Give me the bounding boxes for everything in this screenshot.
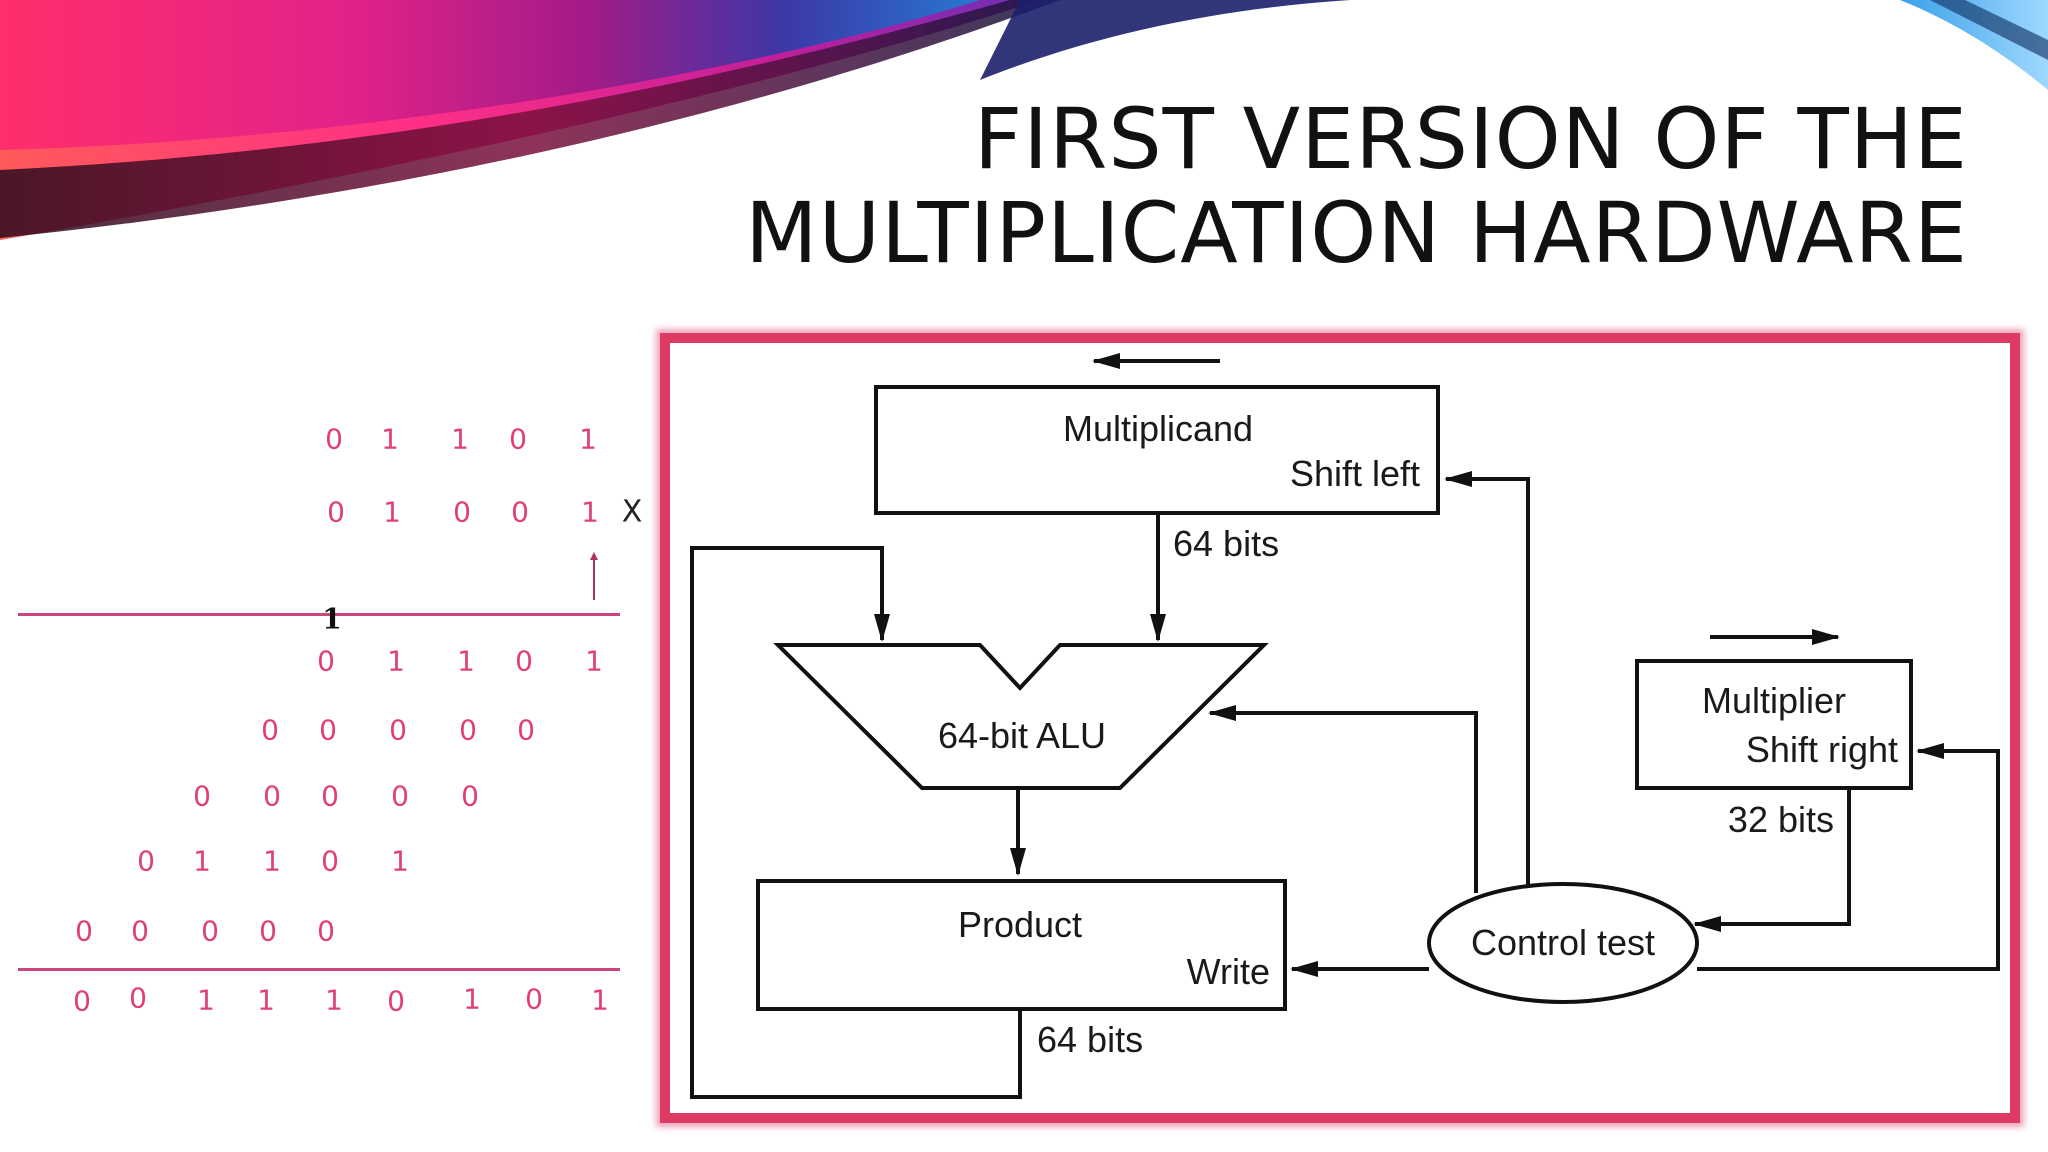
result-digit: 0 (525, 982, 543, 1016)
slide-title-line-2: MULTIPLICATION HARDWARE (745, 184, 1968, 282)
partial-product-digit: 0 (317, 914, 335, 948)
multiplier-register (1635, 659, 1913, 790)
partial-product-digit: 0 (515, 644, 533, 678)
partial-product-digit: 0 (131, 914, 149, 948)
multiplier-digit: 0 (327, 495, 345, 529)
current-bit-arrow-icon (590, 552, 598, 600)
partial-product-digit: 0 (75, 914, 93, 948)
partial-product-digit: 0 (137, 844, 155, 878)
result-digit: 1 (325, 983, 343, 1017)
partial-product-digit: 0 (517, 713, 535, 747)
control-to-multiplier-wire (1697, 743, 2000, 971)
partial-product-digit: 0 (319, 713, 337, 747)
result-digit: 1 (197, 983, 215, 1017)
partial-product-digit: 1 (391, 844, 409, 878)
partial-product-digit: 1 (457, 644, 475, 678)
result-digit: 1 (591, 983, 609, 1017)
hardware-diagram-frame (660, 333, 2020, 1123)
multiplier-digit: 1 (581, 495, 599, 529)
partial-product-digit: 0 (321, 779, 339, 813)
partial-product-digit: 1 (193, 844, 211, 878)
result-digit: 0 (129, 981, 147, 1015)
control-test-unit (1427, 882, 1699, 1004)
multiplicand-action: Shift left (1290, 453, 1420, 494)
multiplier-digit: 0 (511, 495, 529, 529)
multiplicand-label: Multiplicand (1063, 408, 1253, 449)
result-digit: 0 (73, 984, 91, 1018)
multiplicand-bits: 64 bits (1173, 523, 1279, 564)
partial-product-digit: 0 (461, 779, 479, 813)
result-digit: 1 (463, 982, 481, 1016)
multiplier-to-control-wire (1693, 788, 1851, 932)
multiplicand-digit: 1 (381, 422, 399, 456)
partial-product-digit: 0 (201, 914, 219, 948)
slide-title: FIRST VERSION OF THE MULTIPLICATION HARD… (745, 92, 1968, 280)
partial-product-digit: 0 (459, 713, 477, 747)
control-test-label: Control test (1471, 922, 1655, 963)
sum-rule-top (18, 613, 620, 616)
partial-product-digit: 0 (389, 713, 407, 747)
alu-label: 64-bit ALU (938, 715, 1106, 756)
control-to-multiplicand-wire (1444, 471, 1530, 886)
multiplier-label: Multiplier (1702, 680, 1846, 721)
partial-product-digit: 0 (317, 644, 335, 678)
multiplicand-digit: 0 (509, 422, 527, 456)
partial-product-digit: 0 (259, 914, 277, 948)
slide-title-line-1: FIRST VERSION OF THE (973, 90, 1968, 188)
control-to-alu-wire (1208, 705, 1478, 893)
partial-product-digit: 0 (263, 779, 281, 813)
result-digit: 1 (257, 983, 275, 1017)
result-digit: 0 (387, 984, 405, 1018)
multiplier-bits: 32 bits (1728, 799, 1834, 840)
decorative-swoosh (0, 0, 2048, 240)
partial-product-digit: 0 (391, 779, 409, 813)
product-label: Product (958, 904, 1082, 945)
multiplicand-digit: 0 (325, 422, 343, 456)
multiplicand-register (874, 385, 1440, 515)
product-feedback-wire (690, 546, 1022, 1099)
partial-product-digit: 1 (585, 644, 603, 678)
product-register (756, 879, 1287, 1011)
multiplier-digit: 1 (383, 495, 401, 529)
partial-product-digit: 1 (387, 644, 405, 678)
product-bits: 64 bits (1037, 1019, 1143, 1060)
times-sign: X (621, 494, 643, 530)
product-action: Write (1187, 951, 1270, 992)
multiplicand-digit: 1 (579, 422, 597, 456)
alu-block (773, 643, 1269, 790)
multiplicand-digit: 1 (451, 422, 469, 456)
multiplier-digit: 0 (453, 495, 471, 529)
partial-product-digit: 1 (263, 844, 281, 878)
partial-product-digit: 0 (193, 779, 211, 813)
partial-product-digit: 0 (261, 713, 279, 747)
partial-product-digit: 0 (321, 844, 339, 878)
binary-multiplication-example: 0 1 1 0 1 0 1 0 0 1 X 1 0 1 1 0 1 0 0 0 … (0, 0, 660, 1152)
multiplier-action: Shift right (1746, 729, 1898, 770)
carry-digit: 1 (322, 602, 342, 636)
sum-rule-bottom (18, 968, 620, 971)
